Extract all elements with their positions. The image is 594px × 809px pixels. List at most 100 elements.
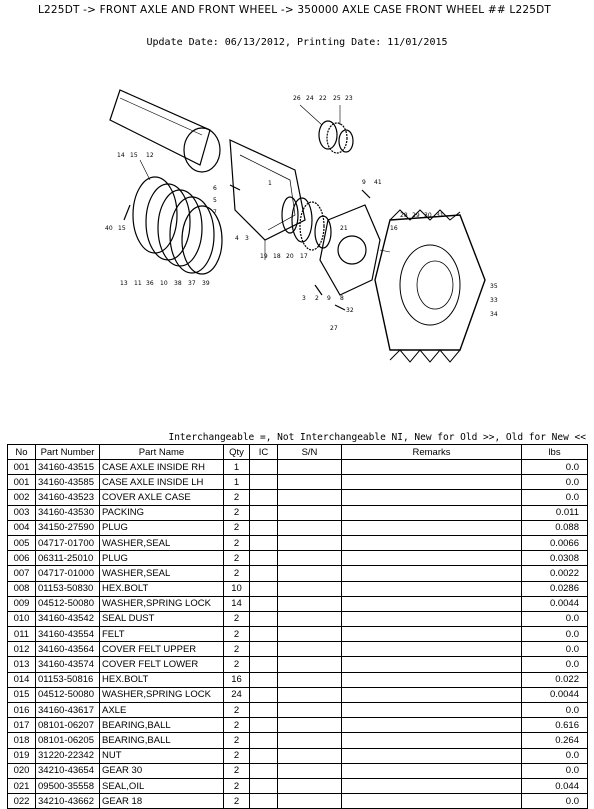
col-sn-cell (277, 610, 342, 628)
col-qty-cell: 2 (223, 610, 250, 628)
col-no-cell: 006 (7, 550, 36, 567)
svg-text:41: 41 (374, 179, 382, 186)
svg-text:22: 22 (319, 95, 327, 102)
svg-text:35: 35 (490, 283, 498, 290)
col-lbs-cell: 0.022 (521, 671, 588, 688)
col-part-number-cell: 09500-35558 (35, 777, 100, 795)
svg-text:12: 12 (146, 152, 154, 159)
col-remarks-header: Remarks (341, 444, 522, 460)
col-part-number-cell: 34210-43654 (35, 762, 100, 779)
col-ic-cell (249, 534, 278, 552)
col-lbs-cell: 0.0308 (521, 550, 588, 567)
svg-text:30: 30 (424, 212, 432, 219)
svg-text:6: 6 (213, 185, 217, 192)
svg-text:17: 17 (300, 253, 308, 260)
col-part-number-cell: 34160-43574 (35, 656, 100, 673)
svg-text:28: 28 (400, 212, 408, 219)
col-lbs-cell: 0.0044 (521, 595, 588, 612)
col-remarks-cell (341, 762, 522, 779)
col-lbs-cell: 0.044 (521, 777, 588, 795)
col-lbs-cell: 0.0 (521, 641, 588, 658)
col-part-name-cell: SEAL,OIL (99, 777, 224, 795)
col-no-cell: 016 (7, 701, 36, 719)
svg-text:27: 27 (330, 325, 338, 332)
col-ic-cell (249, 671, 278, 688)
svg-text:39: 39 (202, 280, 210, 287)
svg-text:4: 4 (235, 235, 239, 242)
col-part-number-header: Part Number (35, 444, 100, 460)
col-remarks-cell (341, 595, 522, 612)
svg-text:24: 24 (306, 95, 314, 102)
col-no-cell: 013 (7, 656, 36, 673)
svg-text:25: 25 (333, 95, 341, 102)
col-part-name-cell: BEARING,BALL (99, 732, 224, 749)
col-sn-cell (277, 504, 342, 521)
col-sn-cell (277, 671, 342, 688)
col-ic-cell (249, 519, 278, 536)
col-lbs-cell: 0.0044 (521, 686, 588, 704)
col-part-name-cell: BEARING,BALL (99, 717, 224, 734)
col-remarks-cell (341, 550, 522, 567)
col-remarks-cell (341, 458, 522, 476)
col-part-number-cell: 04512-50080 (35, 595, 100, 612)
col-lbs-cell: 0.0 (521, 762, 588, 779)
col-sn-cell (277, 777, 342, 795)
svg-text:40: 40 (105, 225, 113, 232)
col-qty-cell: 2 (223, 489, 250, 506)
col-ic-cell (249, 458, 278, 476)
col-ic-cell (249, 610, 278, 628)
svg-text:9: 9 (327, 295, 331, 302)
svg-text:31: 31 (436, 212, 444, 219)
col-part-number-cell: 04717-01000 (35, 565, 100, 582)
col-remarks-cell (341, 641, 522, 658)
svg-text:23: 23 (345, 95, 353, 102)
col-no-cell: 015 (7, 686, 36, 704)
col-part-number-cell: 34150-27590 (35, 519, 100, 536)
col-part-number-cell: 34160-43564 (35, 641, 100, 658)
col-part-name-cell: PLUG (99, 519, 224, 536)
svg-text:10: 10 (160, 280, 168, 287)
col-part-name-cell: HEX.BOLT (99, 580, 224, 597)
col-part-number-cell: 06311-25010 (35, 550, 100, 567)
col-lbs-cell: 0.0 (521, 458, 588, 476)
col-lbs-cell: 0.0 (521, 610, 588, 628)
col-ic-cell (249, 732, 278, 749)
col-part-number-cell: 31220-22342 (35, 747, 100, 764)
col-remarks-cell (341, 534, 522, 552)
col-qty-cell: 24 (223, 686, 250, 704)
col-sn-cell (277, 519, 342, 536)
col-sn-cell (277, 717, 342, 734)
page-title: L225DT -> FRONT AXLE AND FRONT WHEEL -> … (38, 4, 552, 16)
col-lbs-header: lbs (521, 444, 588, 460)
col-no-cell: 002 (7, 489, 36, 506)
col-qty-cell: 2 (223, 641, 250, 658)
col-remarks-cell (341, 656, 522, 673)
col-qty-cell: 2 (223, 762, 250, 779)
svg-text:9: 9 (362, 179, 366, 186)
svg-text:20: 20 (286, 253, 294, 260)
col-sn-cell (277, 701, 342, 719)
col-part-name-cell: GEAR 30 (99, 762, 224, 779)
col-no-cell: 020 (7, 762, 36, 779)
col-ic-cell (249, 580, 278, 597)
col-ic-cell (249, 595, 278, 612)
col-remarks-cell (341, 565, 522, 582)
col-remarks-cell (341, 747, 522, 764)
col-ic-cell (249, 489, 278, 506)
svg-text:11: 11 (134, 280, 142, 287)
col-part-name-cell: WASHER,SEAL (99, 565, 224, 582)
col-ic-cell (249, 777, 278, 795)
svg-text:32: 32 (346, 307, 354, 314)
col-qty-cell: 2 (223, 504, 250, 521)
